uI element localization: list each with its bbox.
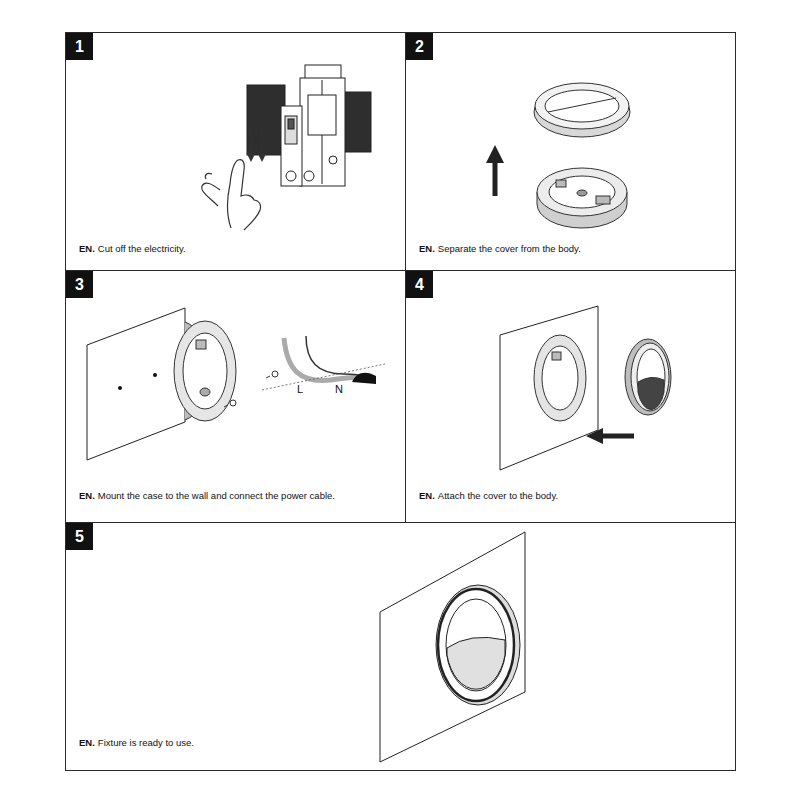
step-panel: EN.Fixture is ready to use. 5 bbox=[65, 522, 736, 771]
step-number-badge: 3 bbox=[66, 271, 93, 298]
step-number: 3 bbox=[75, 277, 84, 293]
step-caption: EN.Cut off the electricity. bbox=[79, 243, 186, 254]
wire-label: N bbox=[334, 384, 344, 395]
wall bbox=[380, 532, 525, 762]
fixture bbox=[436, 585, 520, 705]
language-code: EN. bbox=[419, 490, 435, 501]
cover bbox=[625, 339, 671, 415]
body bbox=[537, 168, 627, 228]
hand bbox=[202, 160, 261, 230]
step-number-badge: 2 bbox=[406, 33, 433, 60]
body bbox=[534, 335, 586, 421]
step-number: 5 bbox=[75, 529, 84, 545]
step-caption: EN.Separate the cover from the body. bbox=[419, 243, 581, 254]
step-caption: EN.Mount the case to the wall and connec… bbox=[79, 490, 335, 501]
step-number: 2 bbox=[415, 39, 424, 55]
wall bbox=[500, 306, 598, 470]
instruction-text: Cut off the electricity. bbox=[98, 243, 186, 254]
language-code: EN. bbox=[419, 243, 435, 254]
case bbox=[174, 321, 278, 421]
wire-label: L bbox=[296, 384, 304, 395]
step-panel: EN.Attach the cover to the body. 4 bbox=[405, 270, 736, 523]
power-cable bbox=[262, 336, 385, 390]
cover bbox=[534, 83, 630, 137]
circuit-breaker bbox=[247, 65, 371, 186]
step-caption: EN.Attach the cover to the body. bbox=[419, 490, 558, 501]
step-number-badge: 4 bbox=[406, 271, 433, 298]
instruction-text: Attach the cover to the body. bbox=[438, 490, 558, 501]
language-code: EN. bbox=[79, 490, 95, 501]
step-panel: EN.Separate the cover from the body. 2 bbox=[405, 32, 736, 271]
step-panel: EN.Mount the case to the wall and connec… bbox=[65, 270, 406, 523]
instruction-text: Fixture is ready to use. bbox=[98, 737, 194, 748]
step-number: 4 bbox=[415, 277, 424, 293]
language-code: EN. bbox=[79, 243, 95, 254]
language-code: EN. bbox=[79, 737, 95, 748]
instruction-text: Separate the cover from the body. bbox=[438, 243, 581, 254]
step-number-badge: 5 bbox=[66, 523, 93, 550]
dashed-arrows bbox=[251, 128, 262, 160]
step-panel: EN.Cut off the electricity. 1 bbox=[65, 32, 406, 271]
wall bbox=[87, 308, 185, 460]
left-arrow bbox=[586, 428, 634, 444]
instruction-text: Mount the case to the wall and connect t… bbox=[98, 490, 335, 501]
up-arrow bbox=[486, 145, 504, 196]
step-number: 1 bbox=[75, 39, 84, 55]
step-number-badge: 1 bbox=[66, 33, 93, 60]
step-caption: EN.Fixture is ready to use. bbox=[79, 737, 194, 748]
